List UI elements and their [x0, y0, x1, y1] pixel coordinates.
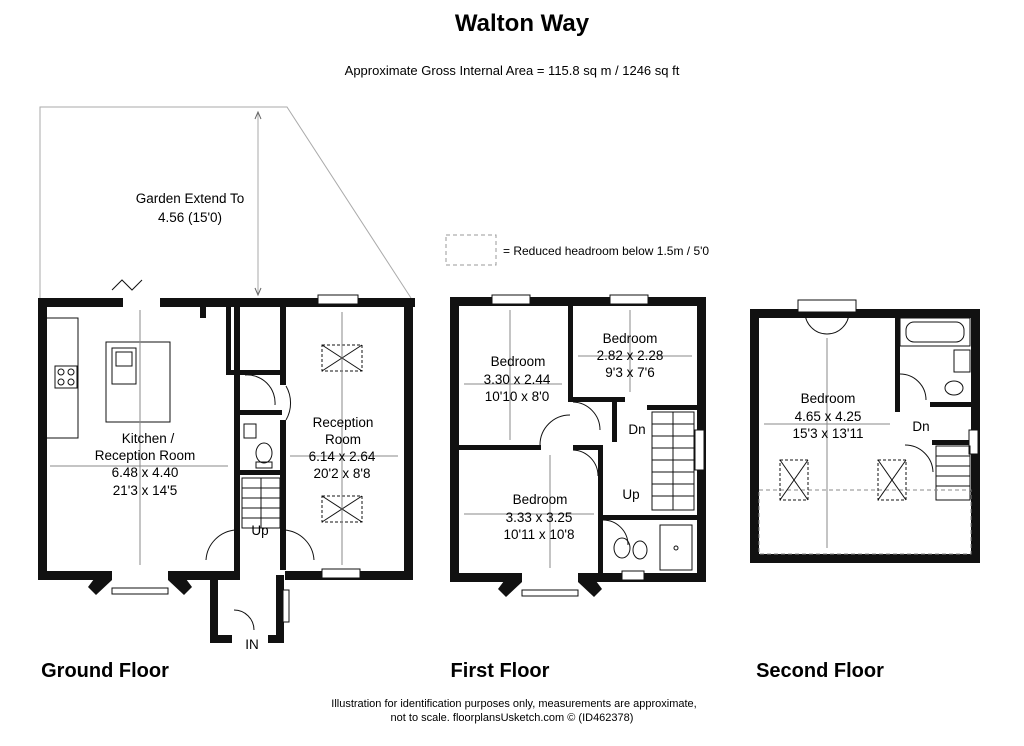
bedroom2-size-metric: 2.82 x 2.28: [597, 348, 664, 363]
bedroom2-size-imperial: 9'3 x 7'6: [605, 365, 654, 380]
loft-bedroom-label: Bedroom: [801, 391, 856, 406]
garden-label: Garden Extend To: [136, 191, 245, 206]
kitchen-label-2: Reception Room: [95, 448, 196, 463]
reduced-headroom-swatch: [445, 234, 497, 266]
plan-subtitle: Approximate Gross Internal Area = 115.8 …: [345, 63, 680, 78]
garden: Garden Extend To 4.56 (15'0): [39, 106, 412, 299]
entrance-label: IN: [245, 637, 259, 652]
legend: = Reduced headroom below 1.5m / 5'0: [445, 234, 709, 266]
bedroom3-size-imperial: 10'11 x 10'8: [504, 527, 575, 542]
reception-size-imperial: 20'2 x 8'8: [314, 466, 371, 481]
bedroom1-size-metric: 3.30 x 2.44: [484, 372, 551, 387]
second-floor-labels: Bedroom 4.65 x 4.25 15'3 x 13'11 Dn Seco…: [756, 391, 930, 682]
second-stairs-down: Dn: [912, 419, 929, 434]
second-floor-fixtures: [758, 311, 972, 555]
kitchen-size-imperial: 21'3 x 14'5: [113, 483, 177, 498]
bedroom1-label: Bedroom: [491, 354, 546, 369]
bedroom3-size-metric: 3.33 x 3.25: [506, 510, 573, 525]
bedroom3-label: Bedroom: [513, 492, 568, 507]
kitchen-label-1: Kitchen /: [122, 431, 175, 446]
ground-floor-fixtures: [47, 279, 398, 631]
first-floor-label: First Floor: [451, 660, 550, 682]
ground-floor-labels: Kitchen / Reception Room 6.48 x 4.40 21'…: [41, 415, 376, 682]
loft-bedroom-size-imperial: 15'3 x 13'11: [793, 426, 864, 441]
second-floor-plan: [750, 299, 980, 563]
bedroom2-label: Bedroom: [603, 331, 658, 346]
ground-floor-label: Ground Floor: [41, 660, 169, 682]
first-floor-fixtures: [464, 310, 695, 571]
reception-size-metric: 6.14 x 2.64: [309, 449, 376, 464]
first-stairs-down: Dn: [628, 422, 645, 437]
bedroom1-size-imperial: 10'10 x 8'0: [485, 389, 549, 404]
second-floor-label: Second Floor: [756, 660, 884, 682]
reception-label-1: Reception: [313, 415, 374, 430]
ground-floor-plan: [38, 294, 415, 643]
loft-bedroom-size-metric: 4.65 x 4.25: [795, 409, 862, 424]
garden-size: 4.56 (15'0): [158, 210, 222, 225]
plan-title: Walton Way: [455, 10, 590, 37]
first-floor-plan: [450, 294, 706, 597]
first-floor-labels: Bedroom 3.30 x 2.44 10'10 x 8'0 Bedroom …: [451, 331, 664, 682]
footer-line-1: Illustration for identification purposes…: [331, 698, 696, 710]
kitchen-size-metric: 6.48 x 4.40: [112, 465, 179, 480]
first-stairs-up: Up: [622, 487, 639, 502]
ground-stairs-up: Up: [251, 523, 268, 538]
legend-text: = Reduced headroom below 1.5m / 5'0: [503, 244, 709, 258]
footer-line-2: not to scale. floorplansUsketch.com © (I…: [391, 712, 634, 724]
reception-label-2: Room: [325, 432, 361, 447]
